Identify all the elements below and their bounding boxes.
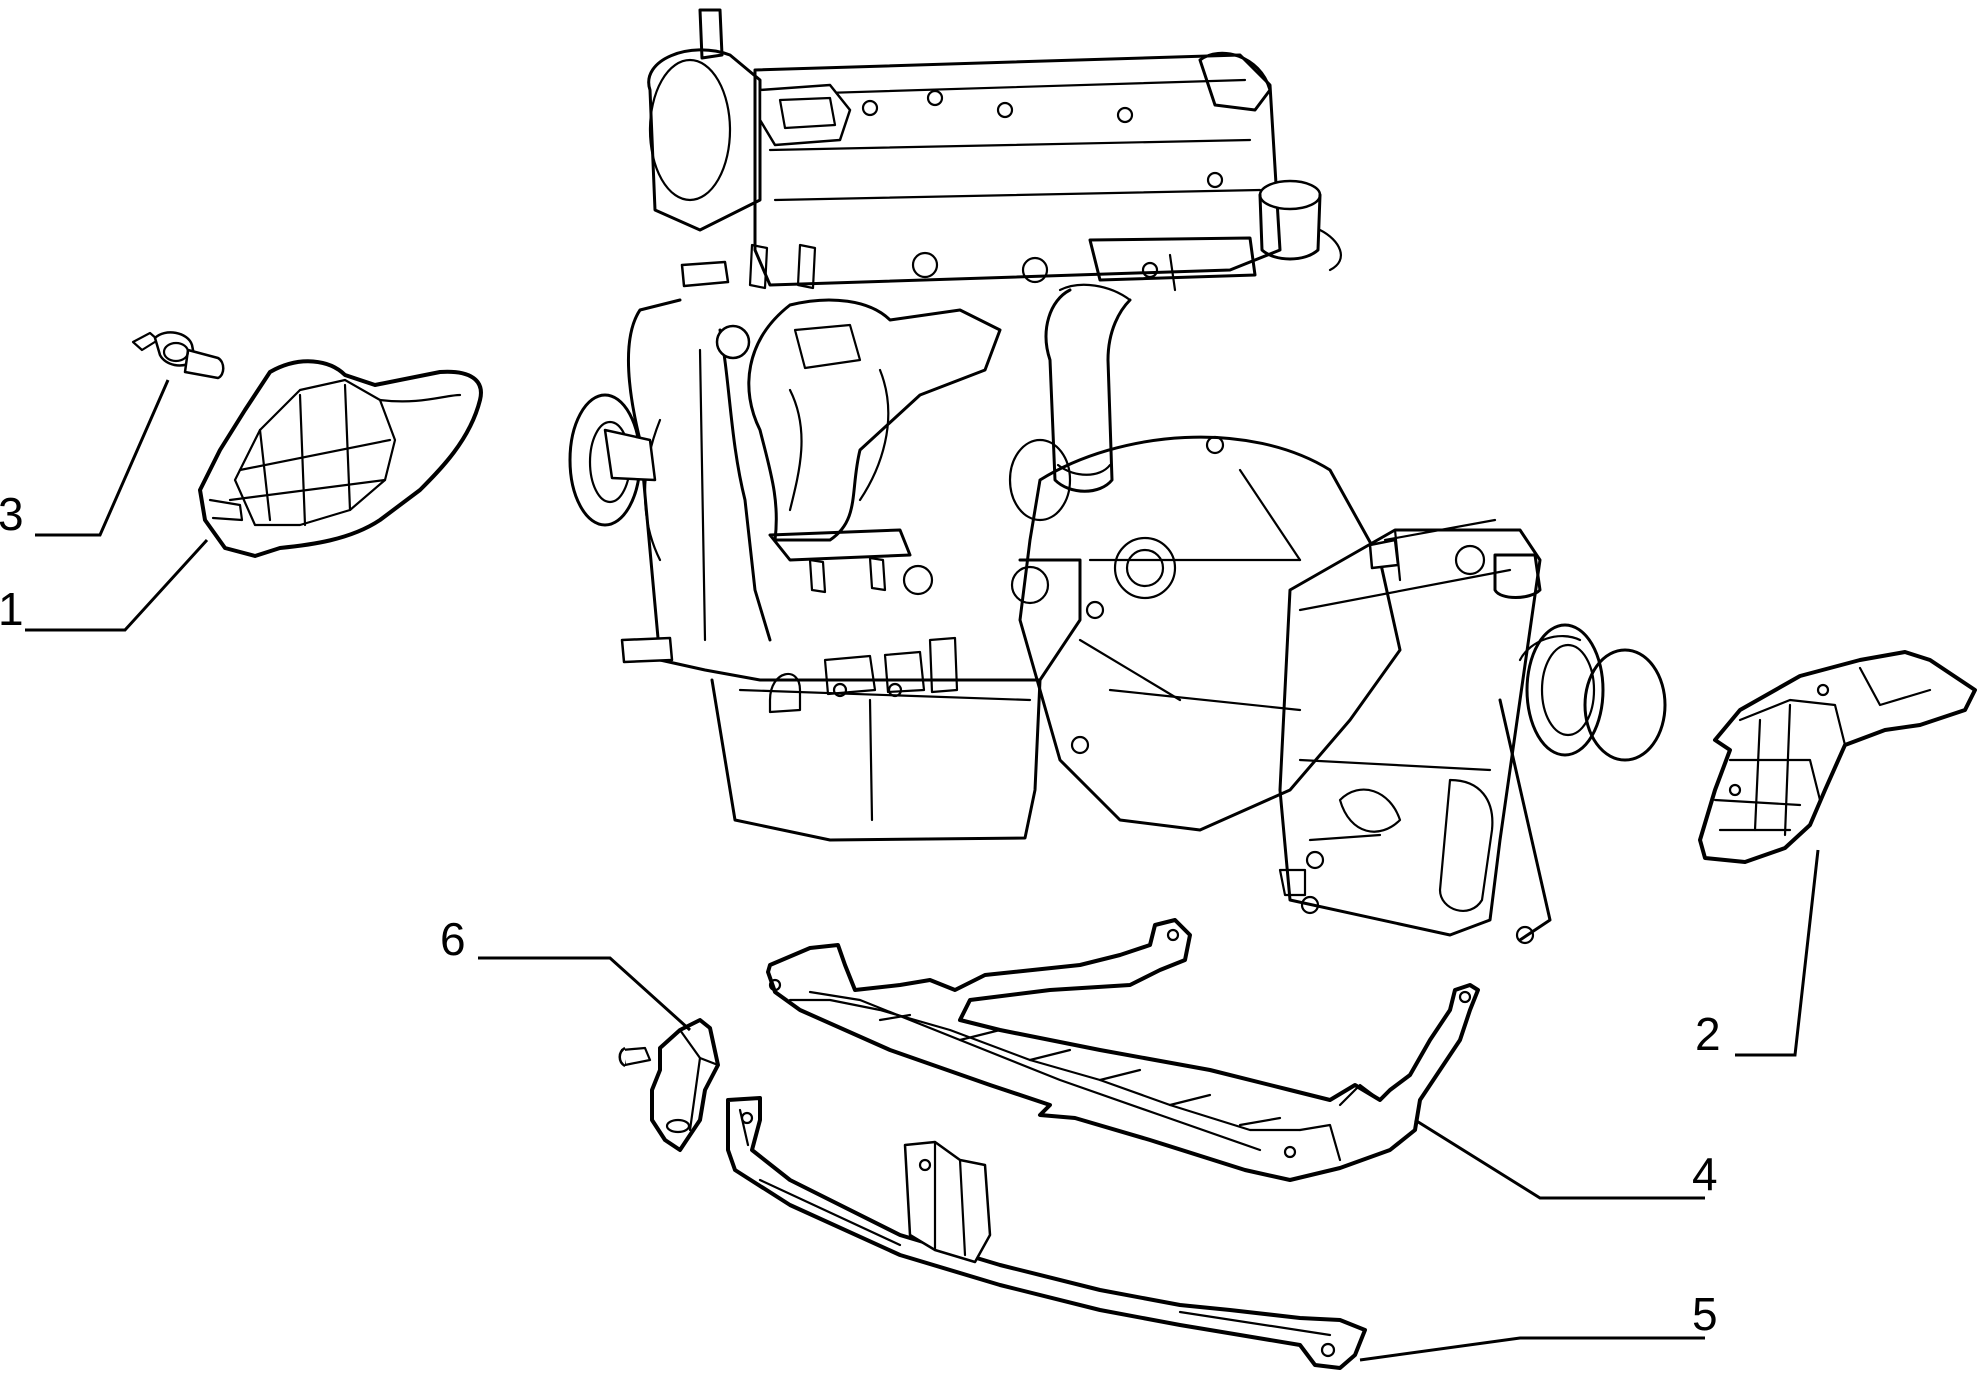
callout-3-label: 3 — [0, 488, 24, 540]
callout-2-label: 2 — [1695, 1008, 1721, 1060]
part-3-stud — [131, 331, 225, 380]
callout-4-label: 4 — [1692, 1148, 1718, 1200]
callout-leaders — [25, 379, 1820, 1362]
part-2-heat-shield — [1698, 650, 1977, 864]
part-4-cross-member — [766, 918, 1480, 1182]
callout-6-label: 6 — [440, 913, 466, 965]
engine-gearbox-assembly — [568, 8, 1667, 945]
callout-5-label: 5 — [1692, 1288, 1718, 1340]
callout-labels: 3 1 2 4 5 6 — [0, 488, 1721, 1340]
part-1-heat-shield — [198, 359, 483, 558]
callout-1-label: 1 — [0, 583, 24, 635]
part-6-bracket — [618, 1018, 720, 1152]
part-5-bar — [726, 1096, 1367, 1370]
